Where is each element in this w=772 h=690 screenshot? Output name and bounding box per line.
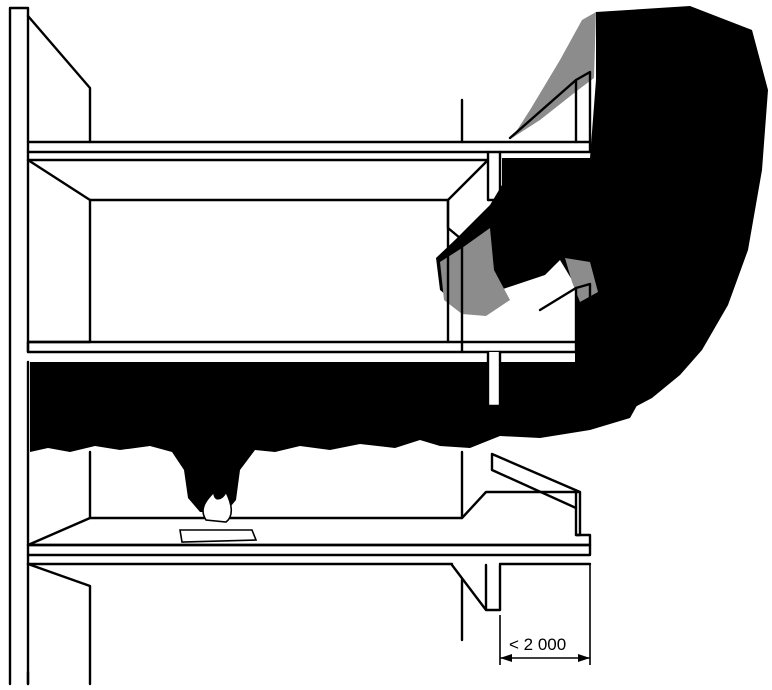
dimension-balcony-projection: < 2 000 [499, 565, 591, 665]
slab-level-2 [26, 340, 592, 354]
downstand-level-2 [446, 150, 502, 240]
ceiling-smoke-layer [30, 362, 640, 512]
downstand-level-1-outline [486, 350, 502, 408]
column [10, 8, 28, 684]
dimension-label: < 2 000 [509, 635, 566, 654]
column-outline [8, 6, 30, 686]
smoke-haze-upper [440, 228, 510, 316]
balcony-parapet [490, 452, 582, 537]
slab-level-3 [26, 140, 592, 154]
room-level-2-back-wall [88, 198, 450, 344]
room-level-2-ceiling [26, 158, 490, 202]
wall-level-3-left [26, 14, 92, 144]
downstand-level-0 [450, 563, 502, 612]
fire-floor-slab-edge [26, 543, 592, 557]
balcony-upstand-level-3 [508, 70, 592, 144]
external-smoke-plume [436, 6, 768, 425]
fire-floor-back-wall [88, 450, 464, 520]
fire-floor [26, 490, 592, 547]
wall-level-0-left [26, 562, 92, 686]
smoke-haze-facade [512, 12, 596, 138]
downstand-level-1 [488, 352, 500, 406]
room-level-2-perspective [26, 158, 92, 344]
flame-icon [179, 490, 258, 543]
